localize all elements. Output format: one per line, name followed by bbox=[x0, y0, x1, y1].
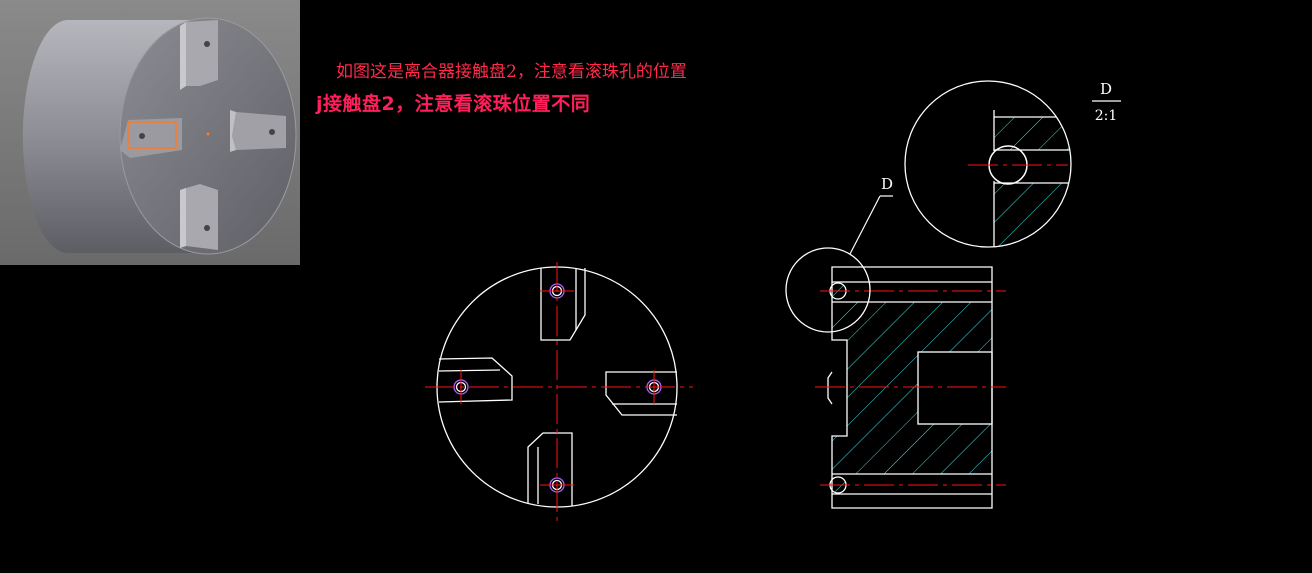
render-preview bbox=[0, 0, 300, 265]
detail-label: D bbox=[881, 175, 893, 193]
svg-text:D: D bbox=[1100, 80, 1112, 98]
selected-face-highlight bbox=[127, 121, 177, 149]
front-view-centerlines bbox=[425, 262, 693, 525]
caption-line-1: 如图这是离合器接触盘2，注意看滚珠孔的位置 bbox=[336, 62, 687, 82]
detail-view bbox=[904, 80, 1072, 248]
detail-marker-circle bbox=[785, 247, 871, 333]
svg-text:2:1: 2:1 bbox=[1095, 108, 1118, 124]
section-view bbox=[785, 195, 1006, 509]
caption-line-2: j接触盘2，注意看滚珠位置不同 bbox=[316, 93, 591, 115]
detail-scale-label: D 2:1 bbox=[1092, 80, 1121, 124]
